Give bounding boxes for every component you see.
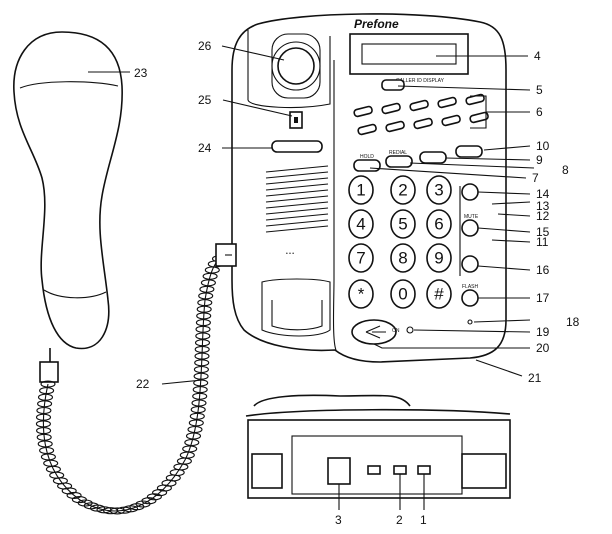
memory-button: [409, 99, 429, 112]
label-7: 7: [532, 171, 539, 185]
svg-text:8: 8: [398, 249, 407, 268]
keypad-key-7: 7: [348, 243, 374, 273]
keypad-key-6: 6: [426, 209, 452, 239]
lcd-subtext: CALLER ID DISPLAY: [396, 78, 445, 84]
phone-base-rear: [245, 394, 511, 499]
label-24: 24: [198, 141, 212, 155]
label-15: 15: [536, 225, 550, 239]
redial-button-text: REDIAL: [389, 150, 407, 156]
coiled-cord: [35, 251, 233, 515]
memory-button: [353, 105, 373, 118]
svg-text:4: 4: [356, 215, 365, 234]
label-8: 8: [562, 163, 569, 177]
svg-text:0: 0: [398, 285, 407, 304]
label-17: 17: [536, 291, 550, 305]
handset: [13, 31, 123, 350]
mute-button-text: MUTE: [464, 214, 479, 220]
memory-button: [441, 114, 461, 127]
label-23: 23: [134, 66, 148, 80]
keypad-key-0: 0: [390, 279, 416, 309]
label-25: 25: [198, 93, 212, 107]
label-22: 22: [136, 377, 150, 391]
svg-text:6: 6: [434, 215, 443, 234]
label-11: 11: [536, 235, 549, 249]
label-4: 4: [534, 49, 541, 63]
label-12: 12: [536, 209, 550, 223]
label-10: 10: [536, 139, 550, 153]
label-16: 16: [536, 263, 550, 277]
brand-logo: Prefone: [354, 17, 399, 31]
hold-button-text: HOLD: [360, 154, 374, 160]
svg-text:7: 7: [356, 249, 365, 268]
keypad-key-8: 8: [390, 243, 416, 273]
memory-button: [357, 123, 377, 136]
flash-button-text: FLASH: [462, 284, 479, 290]
keypad-key-star: *: [348, 279, 374, 309]
memory-button: [413, 117, 433, 130]
leader-lines: [88, 45, 535, 510]
svg-text:9: 9: [434, 249, 443, 268]
svg-text:*: *: [358, 285, 365, 304]
label-6: 6: [536, 105, 543, 119]
label-3: 3: [335, 513, 342, 527]
label-14: 14: [536, 187, 550, 201]
svg-text:ON: ON: [392, 328, 400, 334]
callout-labels: 23 26 25 24 22 4 5 6 10 9 8 7 14 13 12 1…: [134, 39, 580, 527]
keypad-key-4: 4: [348, 209, 374, 239]
keypad-key-3: 3: [426, 175, 452, 205]
keypad-key-hash: #: [426, 279, 452, 309]
svg-text:2: 2: [398, 181, 407, 200]
keypad-key-1: 1: [348, 175, 374, 205]
svg-text:#: #: [434, 285, 444, 304]
svg-text:3: 3: [434, 181, 443, 200]
svg-text:5: 5: [398, 215, 407, 234]
label-5: 5: [536, 83, 543, 97]
svg-text:1: 1: [356, 181, 365, 200]
label-2: 2: [396, 513, 403, 527]
label-20: 20: [536, 341, 550, 355]
svg-text:• • •: • • •: [286, 251, 294, 257]
label-18: 18: [566, 315, 580, 329]
keypad-key-2: 2: [390, 175, 416, 205]
memory-button: [437, 96, 457, 109]
label-9: 9: [536, 153, 543, 167]
memory-button: [381, 102, 401, 115]
label-26: 26: [198, 39, 212, 53]
memory-button: [385, 120, 405, 133]
keypad-key-9: 9: [426, 243, 452, 273]
label-19: 19: [536, 325, 550, 339]
phone-base-front: • • • Prefone CALLER ID DISPLAY HOLD RED…: [231, 13, 507, 363]
label-1: 1: [420, 513, 427, 527]
memory-button: [469, 111, 489, 124]
keypad-key-5: 5: [390, 209, 416, 239]
label-13: 13: [536, 199, 550, 213]
label-21: 21: [528, 371, 542, 385]
